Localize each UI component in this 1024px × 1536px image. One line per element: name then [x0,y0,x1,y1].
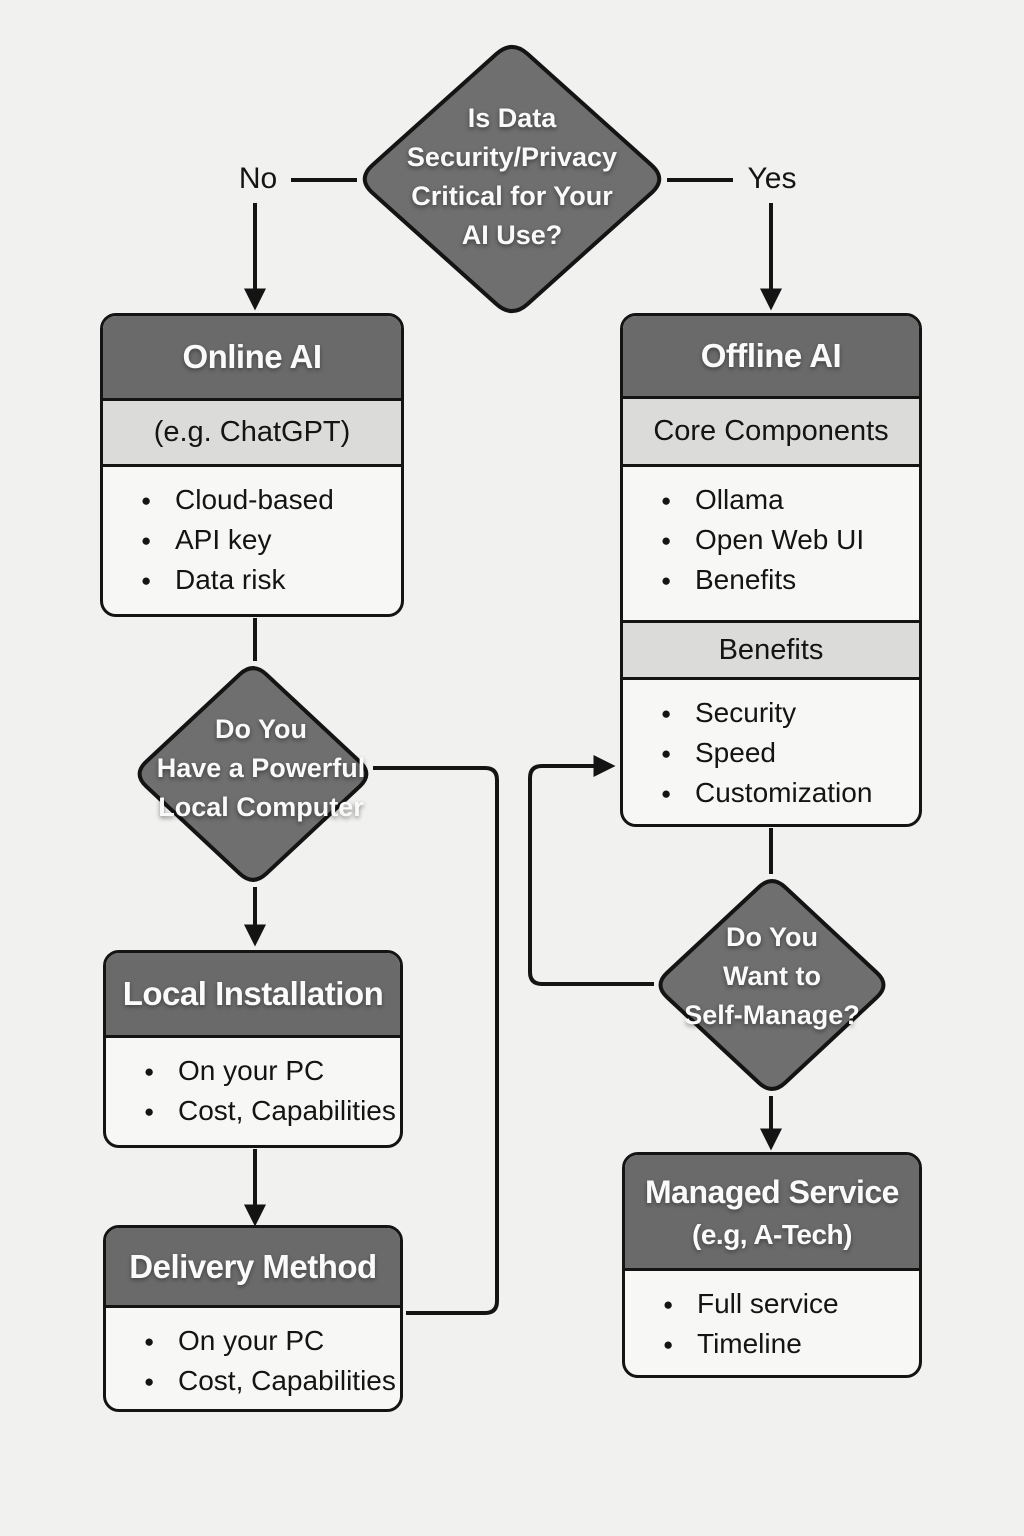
connector-localcomputer-to-delivery [373,766,499,1315]
node-offline-ai: Offline AI Core Components Ollama Open W… [620,313,922,827]
decision-data-security-diamond [362,44,662,314]
online-ai-bullets: Cloud-based API key Data risk [103,467,401,614]
bullet-item: API key [139,520,391,561]
edge-label-yes: Yes [747,162,797,195]
local-installation-bullets: On your PC Cost, Capabilities [106,1038,400,1145]
bullet-item: On your PC [142,1321,390,1362]
node-local-installation: Local Installation On your PC Cost, Capa… [103,950,403,1148]
bullet-item: Security [659,693,909,734]
bullet-item: Timeline [661,1324,909,1365]
bullet-item: Ollama [659,480,909,521]
bullet-item: Open Web UI [659,520,909,561]
bullet-item: Cost, Capabilities [142,1361,396,1402]
offline-ai-title: Offline AI [623,316,919,399]
arrow-selfmanage-to-offlineai [528,755,654,986]
managed-service-title: Managed Service [645,1173,899,1210]
decision-self-manage-diamond [658,879,886,1091]
decision-powerful-computer-diamond [137,666,369,882]
offline-ai-core-components-header: Core Components [623,399,919,467]
offline-ai-core-components-bullets: Ollama Open Web UI Benefits [623,467,919,620]
delivery-method-bullets: On your PC Cost, Capabilities [106,1308,400,1409]
offline-ai-benefits-header: Benefits [623,620,919,680]
managed-service-subtitle: (e.g, A-Tech) [692,1218,852,1250]
node-delivery-method: Delivery Method On your PC Cost, Capabil… [103,1225,403,1412]
managed-service-bullets: Full service Timeline [625,1271,919,1375]
bullet-item: Full service [661,1284,909,1325]
managed-service-header: Managed Service (e.g, A-Tech) [625,1155,919,1271]
bullet-item: Benefits [659,560,909,601]
bullet-item: Cost, Capabilities [142,1091,396,1132]
offline-ai-benefits-bullets: Security Speed Customization [623,680,919,824]
bullet-item: Customization [659,773,909,814]
delivery-method-title: Delivery Method [106,1228,400,1308]
local-installation-title: Local Installation [106,953,400,1038]
node-managed-service: Managed Service (e.g, A-Tech) Full servi… [622,1152,922,1378]
online-ai-subtitle: (e.g. ChatGPT) [103,401,401,467]
bullet-item: Data risk [139,560,391,601]
online-ai-title: Online AI [103,316,401,401]
bullet-item: On your PC [142,1051,390,1092]
bullet-item: Cloud-based [139,480,391,521]
node-online-ai: Online AI (e.g. ChatGPT) Cloud-based API… [100,313,404,617]
bullet-item: Speed [659,733,909,774]
edge-label-no: No [238,162,278,195]
